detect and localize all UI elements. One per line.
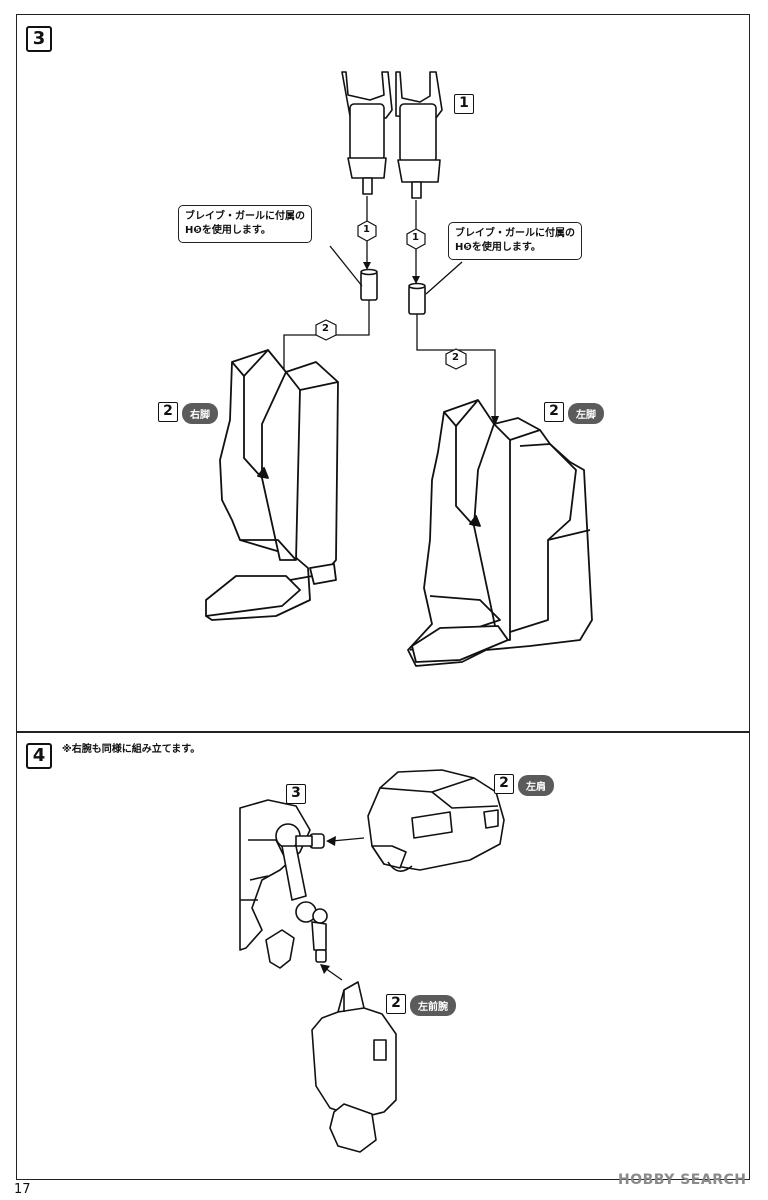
left-forearm-label: 左前腕 <box>410 995 456 1016</box>
order-2-left-label: 2 <box>322 323 329 334</box>
right-leg-armor <box>205 349 339 621</box>
page-number: 17 <box>14 1182 31 1197</box>
watermark: HOBBY SEARCH <box>618 1172 746 1188</box>
order-1-left-label: 1 <box>363 224 370 235</box>
legs-ref-step1: 1 <box>454 94 474 114</box>
left-shoulder-label: 左肩 <box>518 775 554 796</box>
step4-note: ※右腕も同様に組み立てます。 <box>62 744 201 755</box>
step4-number: 4 <box>26 743 52 769</box>
left-leg-armor <box>407 399 593 667</box>
order-2-left <box>315 319 337 341</box>
left-leg-label: 左脚 <box>568 403 604 424</box>
left-forearm-ref: 2 <box>386 994 406 1014</box>
step4-illustration <box>239 769 505 1153</box>
right-leg-label: 右脚 <box>182 403 218 424</box>
order-2-right <box>445 348 467 370</box>
body-ref: 3 <box>286 784 306 804</box>
watermark-text: HOBBY SEARCH <box>618 1172 747 1188</box>
step3-panel <box>16 14 750 732</box>
left-shoulder-ref: 2 <box>494 774 514 794</box>
callout-left: ブレイブ・ガールに付属の H❺を使用します。 <box>178 205 312 243</box>
callout-left-line2: H❺を使用します。 <box>185 225 271 236</box>
step3-number: 3 <box>26 26 52 52</box>
order-1-right-label: 1 <box>412 232 419 243</box>
callout-right: ブレイブ・ガールに付属の H❺を使用します。 <box>448 222 582 260</box>
callout-right-line2: H❺を使用します。 <box>455 242 541 253</box>
step4-panel <box>16 732 750 1180</box>
order-1-left <box>357 220 377 242</box>
left-leg-ref: 2 <box>544 402 564 422</box>
callout-right-line1: ブレイブ・ガールに付属の <box>455 228 575 239</box>
order-1-right <box>406 228 426 250</box>
callout-left-line1: ブレイブ・ガールに付属の <box>185 211 305 222</box>
right-leg-ref: 2 <box>158 402 178 422</box>
order-2-right-label: 2 <box>452 352 459 363</box>
